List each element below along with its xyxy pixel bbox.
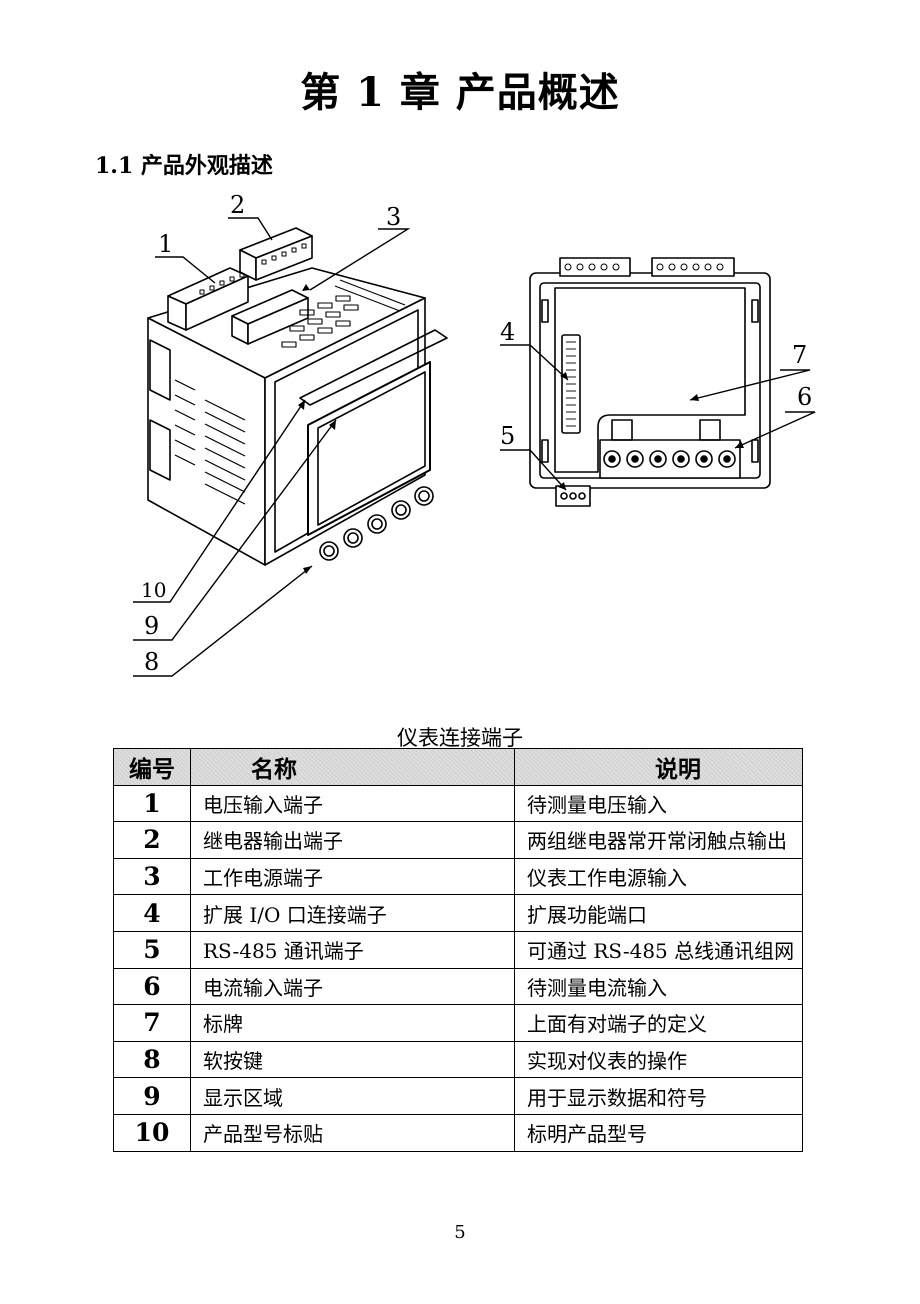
expansion-io-connector [561, 334, 581, 434]
row-description: 可通过 RS-485 总线通讯组网 [514, 930, 803, 969]
row-description: 两组继电器常开常闭触点输出 [514, 821, 803, 859]
row-description: 仪表工作电源输入 [514, 857, 803, 896]
callout-arrows [298, 284, 744, 574]
meter-isometric-view [147, 227, 448, 566]
row-description: 用于显示数据和符号 [514, 1077, 803, 1115]
header-description: 说明 [514, 748, 803, 786]
callout-8: 8 [144, 648, 159, 676]
row-description: 上面有对端子的定义 [514, 1004, 803, 1042]
callout-leaders [133, 217, 816, 677]
callout-1: 1 [158, 230, 173, 258]
row-number: 3 [113, 857, 191, 896]
voltage-terminal-block [167, 267, 249, 331]
row-name: 显示区域 [190, 1077, 515, 1115]
callout-9: 9 [144, 612, 159, 640]
row-name: 标牌 [190, 1004, 515, 1042]
header-number: 编号 [113, 748, 191, 786]
section-title: 1.1 产品外观描述 [95, 153, 273, 179]
relay-terminal-block [239, 227, 313, 281]
row-description: 待测量电压输入 [514, 784, 803, 823]
row-name: 工作电源端子 [190, 857, 515, 896]
row-number: 2 [113, 821, 191, 859]
row-number: 8 [113, 1040, 191, 1079]
row-description: 待测量电流输入 [514, 967, 803, 1006]
row-number: 9 [113, 1077, 191, 1115]
row-name: 扩展 I/O 口连接端子 [190, 894, 515, 932]
table-header-row: 编号 名称 说明 [113, 748, 803, 786]
row-name: 电压输入端子 [190, 784, 515, 823]
table-caption: 仪表连接端子 [397, 726, 523, 750]
row-number: 1 [113, 784, 191, 823]
callout-5: 5 [500, 422, 515, 450]
row-description: 扩展功能端口 [514, 894, 803, 932]
page-number: 5 [454, 1222, 466, 1243]
row-name: 电流输入端子 [190, 967, 515, 1006]
row-description: 实现对仪表的操作 [514, 1040, 803, 1079]
callout-10: 10 [141, 578, 166, 602]
row-name: 产品型号标贴 [190, 1113, 515, 1152]
row-number: 6 [113, 967, 191, 1006]
row-description: 标明产品型号 [514, 1113, 803, 1152]
callout-4: 4 [500, 318, 515, 346]
power-terminal-block [231, 289, 309, 345]
row-number: 7 [113, 1004, 191, 1042]
row-name: 继电器输出端子 [190, 821, 515, 859]
product-illustration: 1 2 3 4 5 6 7 8 9 10 [133, 191, 816, 677]
rs485-terminal-block [555, 485, 591, 507]
row-name: 软按键 [190, 1040, 515, 1079]
row-name: RS-485 通讯端子 [190, 930, 515, 969]
callout-3: 3 [386, 203, 401, 231]
meter-rear-view [529, 257, 771, 507]
callout-numbers: 1 2 3 4 5 6 7 8 9 10 [141, 191, 812, 676]
product-appearance-figure: 1 2 3 4 5 6 7 8 9 10 [0, 190, 920, 690]
row-number: 10 [113, 1113, 191, 1152]
chapter-title: 第 1 章 产品概述 [300, 69, 620, 116]
soft-keys [319, 486, 434, 561]
callout-2: 2 [230, 191, 245, 219]
row-number: 5 [113, 930, 191, 969]
header-name: 名称 [190, 748, 515, 786]
callout-7: 7 [792, 341, 807, 369]
row-number: 4 [113, 894, 191, 932]
callout-6: 6 [797, 383, 812, 411]
current-terminal-block [599, 419, 741, 479]
